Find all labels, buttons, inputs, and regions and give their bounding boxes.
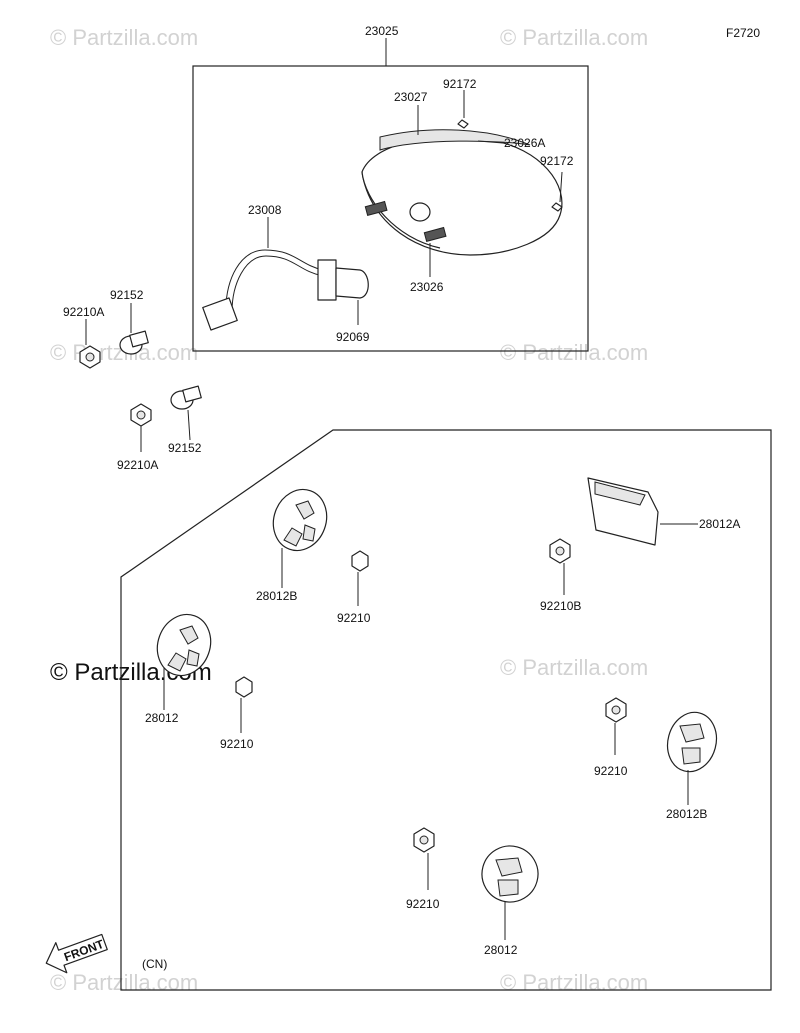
- callout-screw-side: 92172: [540, 154, 574, 168]
- callout-socket: 23008: [248, 203, 282, 217]
- screw-side: [551, 202, 563, 212]
- watermark: © Partzilla.com: [500, 25, 648, 50]
- callout-bolt-pair: 23026: [410, 280, 444, 294]
- nut-b: [130, 403, 152, 427]
- grommet-b-right: [666, 711, 718, 773]
- figure-code: F2720: [726, 26, 760, 40]
- nut-top: [351, 550, 369, 572]
- callout-nut-right: 92210: [594, 764, 628, 778]
- callout-gasket: 23026A: [504, 136, 545, 150]
- callout-grommet-left: 28012: [145, 711, 179, 725]
- grommet-left: [156, 613, 212, 677]
- callout-collar-b: 92152: [168, 441, 202, 455]
- callout-nut-a: 92210A: [63, 305, 104, 319]
- callout-lens: 23027: [394, 90, 428, 104]
- screw-top: [457, 119, 469, 129]
- nut-bottom: [413, 827, 435, 853]
- callout-grommet-b-right: 28012B: [666, 807, 707, 821]
- region-note: (CN): [142, 957, 167, 971]
- nut-left: [235, 676, 253, 698]
- grommet-bottom: [481, 845, 539, 903]
- nut-a: [79, 345, 101, 369]
- front-arrow: FRONT: [45, 933, 108, 974]
- callout-assembly: 23025: [365, 24, 399, 38]
- callout-grommet-b-top: 28012B: [256, 589, 297, 603]
- assembly-frame: [192, 65, 589, 352]
- callout-screw-top: 92172: [443, 77, 477, 91]
- collar-b: [170, 385, 202, 410]
- watermark: © Partzilla.com: [500, 340, 648, 365]
- reflector: [587, 477, 659, 546]
- callout-nut-top: 92210: [337, 611, 371, 625]
- callout-bulb: 92069: [336, 330, 370, 344]
- lower-frame: [120, 429, 772, 991]
- callout-nut-bottom: 92210: [406, 897, 440, 911]
- collar-a: [119, 330, 149, 355]
- watermarks: © Partzilla.com © Partzilla.com © Partzi…: [50, 25, 648, 995]
- nut-right: [605, 697, 627, 723]
- nut-right-top: [549, 538, 571, 564]
- callout-nut-left: 92210: [220, 737, 254, 751]
- socket-wire: [202, 249, 369, 331]
- callout-grommet-bottom: 28012: [484, 943, 518, 957]
- watermark: © Partzilla.com: [50, 25, 198, 50]
- watermark: © Partzilla.com: [50, 970, 198, 995]
- watermark: © Partzilla.com: [500, 655, 648, 680]
- grommet-b-top: [272, 488, 328, 552]
- callout-nut-b: 92210A: [117, 458, 158, 472]
- callout-reflector: 28012A: [699, 517, 740, 531]
- callout-collar-a: 92152: [110, 288, 144, 302]
- watermark: © Partzilla.com: [500, 970, 648, 995]
- callout-nut-right-top: 92210B: [540, 599, 581, 613]
